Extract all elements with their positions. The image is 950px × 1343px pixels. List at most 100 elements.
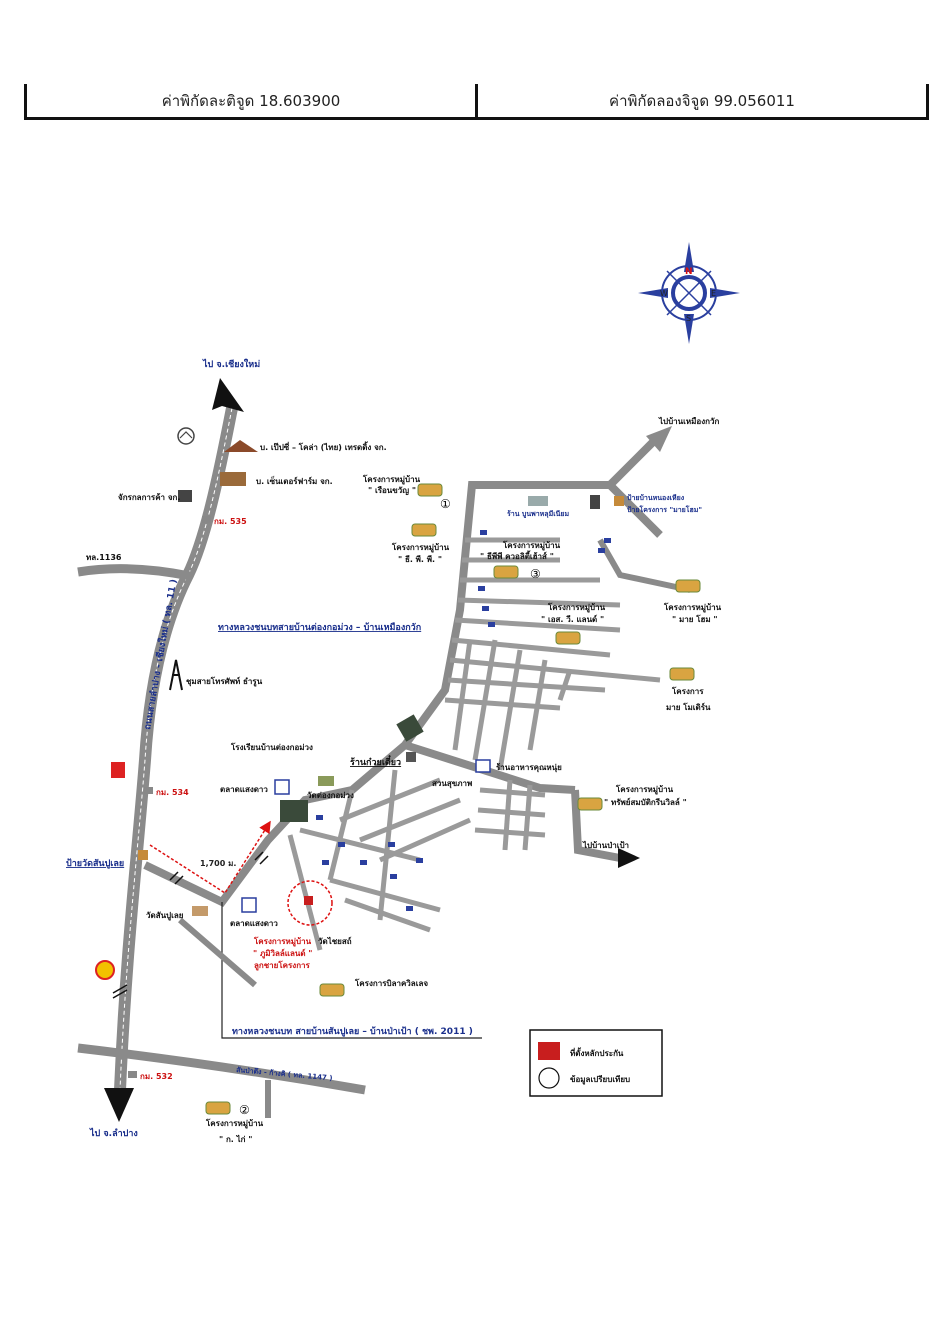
project-sp-name: " ธี. พี. พี. " [398,554,442,564]
project-s-label: โครงการหมู่บ้าน [547,602,606,613]
arrow-south-icon [104,1088,134,1122]
mazda-icon [177,427,195,445]
building-icon [396,714,424,742]
shell-icon [95,960,115,980]
temple-icon [318,776,334,786]
tower-label: ชุมสายโทรศัพท์ ธำรูน [186,676,263,687]
project-sap-label: โครงการหมู่บ้าน [615,784,674,795]
project-icon [493,565,519,579]
project-kwanchi-name: " ธีพีพี ควอลิตี้เฮ้าส์ " [480,550,554,561]
collateral-location [287,880,333,926]
project-ruenkwan-label: โครงการหมู่บ้าน [362,474,421,485]
compass-rose: N S E W [638,242,740,344]
project-kathai-name: " ก. ไก่ " [219,1134,252,1144]
latitude-label: ค่าพิกัดละติจูด 18.603900 [161,91,341,110]
rural-road-south-label: ทางหลวงชนบท สายบ้านสันปูเลย – บ้านป่าเป้… [232,1026,473,1037]
longitude-label: ค่าพิกัดลองจิจูด 99.056011 [475,84,926,117]
km-marker-icon [128,1071,137,1078]
to-muangkwak-label: ไปบ้านเหมืองกวัก [658,416,719,426]
project-icon [319,983,345,997]
arrow-muangkwak-icon [646,426,672,452]
project-villa-label: โครงการบิลาควิลเลจ [354,978,428,988]
park-label: สวนสุขภาพ [432,779,472,789]
restaurant-icon [475,759,491,773]
project-subject-label: โครงการหมู่บ้าน [253,936,312,947]
noodle-shop-label: ร้านก๋วยเตี๋ยว [350,755,401,768]
legend: ที่ตั้งหลักประกัน ข้อมูลเปรียบเทียบ [529,1029,663,1097]
highway-11 [104,378,244,1122]
market1-label: ตลาดแสงดาว [220,785,268,794]
project-icon [577,797,603,811]
machinery-label: จักรกลการค้า จก. [118,492,180,502]
village-road-grid [287,537,661,951]
restaurant-label: ร้านอาหารคุณหนุ่ย [496,762,562,773]
sign-icon [614,496,624,506]
road-to-banpao [571,789,621,862]
central-farm-label: บ. เซ็นเตอร์ฟาร์ม จก. [256,475,333,486]
project-icon [417,483,443,497]
project-subject-note: ลูกชายโครงการ [254,960,311,971]
wat1-label: วัดต่องกอม่วง [307,791,354,800]
market2-label: ตลาดแสงดาว [230,919,278,928]
project-modern-name: มาย โมเดิร์น [666,702,711,712]
legend-comparison-label: ข้อมูลเปรียบเทียบ [570,1074,630,1085]
road-to-muangkwak [607,437,658,488]
collateral-marker [304,896,313,905]
road-sw [178,917,257,988]
project-s-name: " เอส. วี. แลนด์ " [541,614,604,624]
project-ruenkwan-name: " เรือนขวัญ " [368,485,416,496]
sign-icon [138,850,148,860]
project-subject-name: " ภูมิวิลล์แลนด์ " [253,948,312,959]
highway-11-label: ถนนสายลำปาง - เชียงใหม่ ( ทล. 11 ) [141,578,179,730]
project-myhome-name: " มาย โฮม " [672,614,718,624]
temple-icon [192,906,208,916]
km-532-label: กม. 532 [140,1072,173,1081]
wat-sanpuloei-label: วัดสันปูเลย [146,911,184,921]
project-icon [411,523,437,537]
project-icon [205,1101,231,1115]
shop-building-icon [528,496,548,506]
road-1136-label: ทล.1136 [86,553,122,562]
sign-project-label: ป้ายโครงการ "มายโฮม" [627,505,702,514]
farm-building-icon [220,472,246,486]
shop-building-label: ร้าน บูนพาหลุมีเนียม [507,509,569,519]
project-kathai-label: โครงการหมู่บ้าน [205,1118,264,1129]
project-myhome-label: โครงการหมู่บ้าน [663,602,722,613]
project-icon [669,667,695,681]
sign-village-label: ป้ายบ้านหนองเหียง [627,493,685,502]
wat-chaiyo-label: วัดไชยสถ์ [318,936,352,946]
arrow-banpao-icon [618,848,640,868]
gate-icon [590,495,600,509]
project-sap-name: " ทรัพย์สมบัติกรีนวิลล์ " [604,797,687,807]
rural-road-south-line [221,902,482,1039]
circle-number-2: ② [239,1103,250,1117]
legend-comparison-swatch [538,1067,560,1089]
fuel-station-icon [111,762,125,778]
noodle-shop-icon [406,752,416,762]
project-kwanchi-label: โครงการหมู่บ้าน [502,540,561,551]
road-east [403,741,576,794]
to-lampang-label: ไป จ.ลำปาง [89,1127,138,1139]
tower-icon [169,659,183,691]
school-label: โรงเรียนบ้านต่องกอม่วง [230,742,313,752]
road-1136 [77,564,191,581]
km-534-label: กม. 534 [156,788,189,797]
coordinate-bar: ค่าพิกัดละติจูด 18.603900 ค่าพิกัดลองจิจ… [24,84,929,120]
market-icon [241,897,257,913]
km-markers: กม. 535 กม. 534 กม. 532 [128,516,247,1081]
market-icon [274,779,290,795]
rural-road-north-label: ทางหลวงชนบทสายบ้านต่องกอม่วง – บ้านเหมือ… [218,621,421,633]
compass-s: S [686,314,691,323]
arrow-north-icon [212,378,244,412]
project-sp-label: โครงการหมู่บ้าน [391,542,450,553]
project-icon [675,579,701,593]
compass-w: W [660,289,668,298]
legend-collateral-swatch [538,1042,560,1060]
legend-collateral-label: ที่ตั้งหลักประกัน [570,1047,624,1058]
project-modern-label: โครงการ [671,686,704,696]
compass-e: E [711,289,716,298]
school-building-icon [280,800,308,822]
compass-n: N [685,267,693,277]
house-icons [316,530,611,911]
